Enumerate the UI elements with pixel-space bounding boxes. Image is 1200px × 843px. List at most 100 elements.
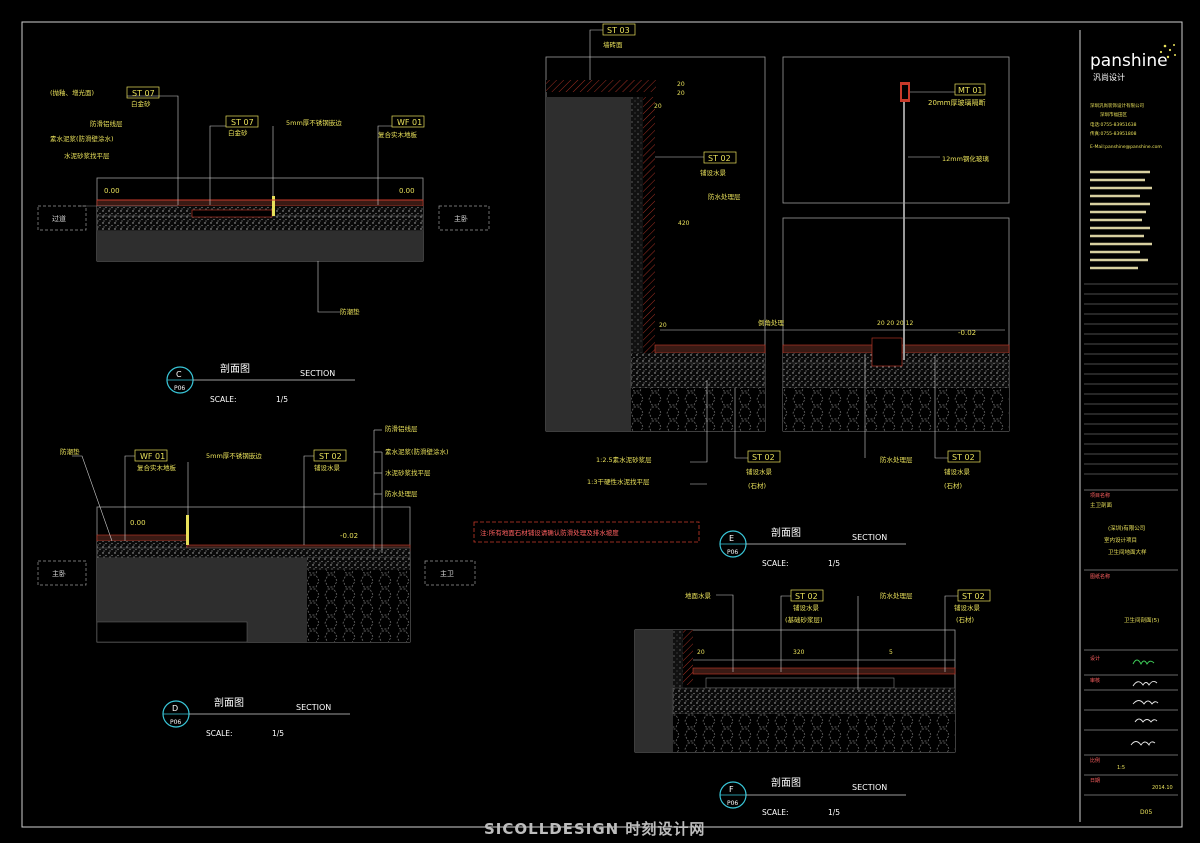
company-line-1: 深圳汎尚装饰设计有限公司: [1090, 102, 1144, 109]
company-line-4: 传真:0755-83951808: [1090, 130, 1137, 137]
project-line-4: 卫生间地面大样: [1108, 548, 1147, 556]
section-d-title-en: SECTION: [296, 703, 331, 712]
section-c-tag-1: ST 07: [132, 89, 155, 98]
section-e-bottom-note-4: (石材): [748, 481, 766, 490]
section-d-scale-value: 1/5: [272, 729, 284, 738]
section-e-bottom-note-2: 1:3干硬性水泥找平层: [587, 477, 650, 486]
section-e-note-5: 12mm钢化玻璃: [942, 154, 989, 163]
section-c-note-2: 白金砂: [131, 99, 151, 108]
section-e-dim-3: 20: [677, 90, 685, 97]
section-c-scale-label: SCALE:: [210, 395, 237, 404]
section-d-tag-2: ST 02: [319, 452, 342, 461]
section-c-bottom-note: 防潮垫: [340, 307, 360, 316]
section-f-note-6: (石材): [956, 615, 974, 624]
section-d-right-note-2: 素水泥浆(防滑壁涂水): [385, 447, 449, 456]
section-e-note-4: 20mm厚玻璃隔断: [928, 98, 986, 107]
section-f-note-3: (基础砂浆层): [785, 615, 823, 624]
section-c-title-en: SECTION: [300, 369, 335, 378]
section-d-level-2: -0.02: [340, 532, 358, 540]
title-row-project: 项目名称: [1090, 492, 1110, 499]
section-f-note-2: 铺设水景: [793, 603, 820, 612]
title-scale-value: 1:5: [1117, 765, 1125, 771]
section-d-right-note-3: 水泥砂浆找平层: [385, 468, 431, 477]
section-f-note-5: 铺设水景: [954, 603, 981, 612]
title-date-value: 2014.10: [1152, 785, 1173, 791]
project-line-3: 室内设计项目: [1104, 536, 1137, 544]
section-d-room-1: 主卧: [52, 569, 66, 578]
red-note-box: [473, 521, 700, 543]
section-c-note-4: 素水泥浆(防滑壁涂水): [50, 134, 114, 143]
section-e-bubble-letter: E: [729, 534, 734, 543]
section-d-right-note-1: 防滑铝线层: [385, 424, 418, 433]
company-line-5: E-Mail:panshine@panshine.com: [1090, 144, 1162, 150]
section-c-bubble-letter: C: [176, 370, 182, 379]
section-f-note-4: 防水处理层: [880, 591, 913, 600]
section-c-room-1: 过道: [52, 214, 66, 223]
section-c-note-5: 水泥砂浆找平层: [64, 151, 110, 160]
section-c-level-2: 0.00: [399, 187, 415, 195]
section-c-title-bubble: [166, 366, 355, 394]
section-f-note-1: 地面水景: [685, 591, 712, 600]
section-e-tag-3: MT 01: [958, 86, 983, 95]
section-d-title-bubble: [162, 700, 350, 728]
title-row-date: 日期: [1090, 778, 1100, 784]
section-d-note-4: 铺设水景: [314, 463, 341, 472]
sheet-border: [21, 21, 1183, 828]
section-e-note-2: 铺设水景: [700, 168, 727, 177]
section-e-bottom-note-5: 防水处理层: [880, 455, 913, 464]
section-d-note-3: 5mm厚不锈钢嵌边: [206, 451, 262, 460]
section-f-title-en: SECTION: [852, 783, 887, 792]
section-e-title-cn: 剖面图: [771, 526, 801, 539]
company-line-3: 电话:0755-83951638: [1090, 121, 1137, 128]
section-e-bottom-note-1: 1:2.5素水泥砂浆层: [596, 455, 652, 464]
section-f-tag-1: ST 02: [795, 592, 818, 601]
section-e-scale-label: SCALE:: [762, 559, 789, 568]
section-e-dim-2: 20: [677, 81, 685, 88]
section-e-drawing: [545, 23, 1010, 485]
section-e-dim-4: 20: [654, 103, 662, 110]
section-d-right-note-4: 防水处理层: [385, 489, 418, 498]
section-d-tag-1: WF 01: [140, 452, 165, 461]
section-c-level-1: 0.00: [104, 187, 120, 195]
section-c-drawing: [37, 86, 490, 313]
section-e-tag-4: ST 02: [752, 453, 775, 462]
section-e-note-3: 防水处理层: [708, 192, 741, 201]
section-c-center-label-1: 白金砂: [228, 128, 248, 137]
section-e-note-6: 倒角处理: [758, 318, 785, 327]
red-note-text: 注:所有地面石材铺设请确认防滑处理及排水坡度: [480, 528, 619, 537]
title-block: panshine 汎尚设计 深圳汎尚装饰设计有限公司 深圳市福田区 电话:075…: [1084, 44, 1178, 796]
title-row-drawing-name: 图纸名称: [1090, 573, 1110, 580]
section-c-note-1: (抛釉、增光面): [50, 88, 94, 97]
company-line-2: 深圳市福田区: [1100, 111, 1127, 118]
section-f-tag-2: ST 02: [962, 592, 985, 601]
section-e-scale-value: 1/5: [828, 559, 840, 568]
section-c-note-3: 防滑铝线层: [90, 119, 123, 128]
section-f-bubble-letter: F: [729, 785, 734, 794]
section-e-bottom-note-7: (石材): [944, 481, 962, 490]
logo-stars-icon: [1159, 44, 1176, 59]
section-e-dim-6: -0.02: [958, 329, 976, 337]
section-e-title-bubble: [719, 530, 906, 558]
section-e-title-en: SECTION: [852, 533, 887, 542]
section-e-bottom-note-3: 铺设水景: [746, 467, 773, 476]
section-e-tag-1: ST 03: [607, 26, 630, 35]
section-d-scale-label: SCALE:: [206, 729, 233, 738]
section-c-tag-3: WF 01: [397, 118, 422, 127]
section-d-note-1: 防潮垫: [60, 447, 80, 456]
section-d-title-cn: 剖面图: [214, 696, 244, 709]
section-f-drawing: [634, 589, 991, 753]
title-row-checker: 审核: [1090, 677, 1100, 684]
section-e-dim-7: 20 20 20 12: [877, 320, 913, 327]
section-f-dim-2: 320: [793, 649, 805, 656]
section-e-tag-2: ST 02: [708, 154, 731, 163]
section-d-note-2: 复合实木地板: [137, 463, 177, 472]
section-d-bubble-ref: P06: [170, 719, 181, 726]
section-f-title-cn: 剖面图: [771, 776, 801, 789]
section-e-tag-5: ST 02: [952, 453, 975, 462]
title-row-scale: 比例: [1090, 757, 1100, 764]
section-e-dim-5: 420: [678, 220, 690, 227]
section-d-drawing: [37, 429, 476, 643]
section-c-scale-value: 1/5: [276, 395, 288, 404]
title-row-designer: 设计: [1090, 655, 1100, 662]
